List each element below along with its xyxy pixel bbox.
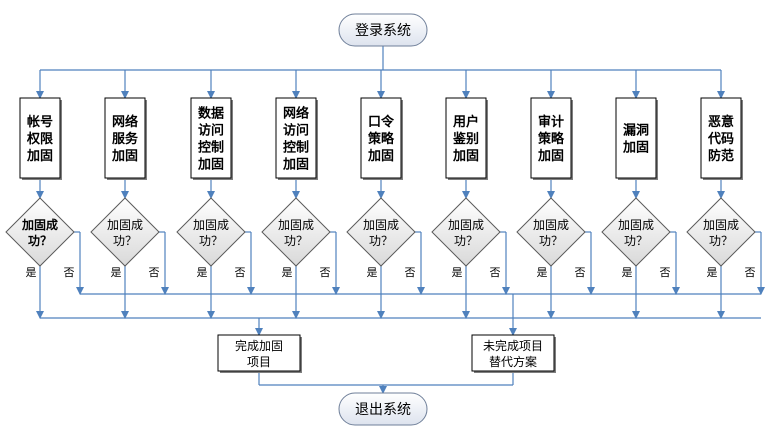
step-7-no-label: 否: [575, 266, 586, 279]
step-1-decision-diamond: [5, 197, 75, 267]
step-7-label-line-2: 策略: [538, 131, 565, 147]
step-2-yes-label: 是: [111, 266, 122, 279]
step-8-box: [615, 97, 657, 179]
step-5-decision-line-1: 加固成: [363, 218, 399, 232]
step-9-label-line-3: 防范: [708, 148, 734, 164]
step-7-decision-diamond: [516, 197, 586, 267]
step-6-yes-label: 是: [452, 266, 463, 279]
step-2-no-label: 否: [149, 266, 160, 279]
step-6-label-line-2: 鉴别: [452, 131, 479, 147]
step-7-yes-label: 是: [537, 266, 548, 279]
step-8-yes-label: 是: [622, 266, 633, 279]
step-2-box: [104, 97, 146, 179]
outcome-success-box: [217, 334, 301, 372]
step-9-yes-label: 是: [707, 266, 718, 279]
step-4-label-line-1: 网络: [283, 106, 309, 122]
step-3-label-line-3: 控制: [198, 140, 224, 156]
outcome-success-node: 完成加固 项目: [217, 334, 302, 373]
step-2-decision-line-1: 加固成: [107, 218, 143, 232]
step-6-decision-line-1: 加固成: [448, 218, 484, 232]
step-4-decision-diamond: [261, 197, 331, 267]
step-5-yes-label: 是: [367, 266, 378, 279]
step-4-yes-label: 是: [282, 266, 293, 279]
step-1-box: [19, 97, 61, 179]
step-4-decision-line-2: 功？: [284, 234, 308, 248]
outcome-fail-node: 未完成项目 替代方案: [471, 334, 556, 373]
end-terminator: [338, 392, 428, 426]
step-2-label-line-3: 加固: [111, 149, 138, 164]
step-3-decision-line-1: 加固成: [193, 218, 229, 232]
step-6-no-label: 否: [490, 266, 501, 279]
step-3-decision-diamond: [176, 197, 246, 267]
step-3-label-line-1: 数据: [198, 106, 224, 122]
step-4-box: [275, 97, 317, 179]
step-1-label-line-3: 加固: [26, 149, 53, 164]
step-4-label-line-3: 控制: [283, 140, 309, 156]
step-1-label-line-2: 权限: [26, 131, 54, 147]
end-label: 退出系统: [355, 402, 411, 418]
outcome-success-line-1: 完成加固: [235, 338, 283, 353]
step-8-no-label: 否: [660, 266, 671, 279]
step-9-box: [700, 97, 742, 179]
step-7-decision-line-2: 功？: [539, 234, 563, 248]
step-1-yes-label: 是: [26, 266, 37, 279]
step-5-no-label: 否: [405, 266, 416, 279]
step-1-decision-line-1: 加固成: [21, 217, 58, 232]
step-2-label-line-1: 网络: [112, 114, 138, 130]
step-8-decision-diamond: [601, 197, 671, 267]
step-7-box: [530, 97, 572, 179]
step-5-decision-diamond: [346, 197, 416, 267]
outcome-fail-line-1: 未完成项目: [483, 338, 543, 353]
step-4-decision-line-1: 加固成: [278, 218, 314, 232]
step-9-decision-line-1: 加固成: [703, 218, 739, 232]
outcome-fail-line-2: 替代方案: [489, 354, 537, 369]
step-1-decision-line-2: 功？: [28, 233, 52, 248]
step-3-decision-line-2: 功？: [199, 234, 223, 248]
step-3-label-line-2: 访问: [198, 123, 224, 139]
step-2-decision-line-2: 功？: [113, 234, 137, 248]
step-4-no-label: 否: [320, 266, 331, 279]
connector-lines: [36, 46, 765, 394]
step-9-no-label: 否: [745, 266, 756, 279]
step-3-no-label: 否: [235, 266, 246, 279]
step-4-label-line-2: 访问: [283, 123, 309, 139]
step-6-label-line-1: 用户: [452, 114, 479, 130]
step-2-label-line-2: 服务: [112, 131, 139, 147]
step-5-decision-line-2: 功？: [369, 234, 393, 248]
step-7-label-line-3: 加固: [537, 149, 564, 164]
step-7-label-line-1: 审计: [538, 114, 564, 130]
step-8-decision-line-2: 功？: [624, 234, 648, 248]
step-9-label-line-1: 恶意: [708, 114, 734, 130]
step-5-label-line-1: 口令: [368, 114, 395, 130]
step-1-label-line-1: 帐号: [27, 114, 53, 130]
step-4-label-line-4: 加固: [282, 158, 309, 173]
flowchart-nodes: 登录系统 退出系统 完成加固 项目 未完成项目 替代方案 帐号权限加固加固成功？…: [5, 13, 756, 426]
step-6-decision-diamond: [431, 197, 501, 267]
step-5-label-line-2: 策略: [368, 131, 395, 147]
start-node: 登录系统: [338, 13, 428, 47]
start-terminator: [338, 13, 428, 47]
end-node: 退出系统: [338, 392, 428, 426]
outcome-success-line-2: 项目: [247, 355, 271, 369]
start-label: 登录系统: [355, 23, 411, 39]
step-5-label-line-3: 加固: [367, 149, 394, 164]
step-9-decision-line-2: 功？: [709, 234, 733, 248]
step-8-label-line-1: 漏洞: [623, 123, 649, 139]
outcome-fail-box: [471, 334, 555, 372]
step-1-no-label: 否: [64, 266, 75, 279]
step-5-box: [360, 97, 402, 179]
step-9-label-line-2: 代码: [707, 131, 734, 147]
step-2-decision-diamond: [90, 197, 160, 267]
step-3-label-line-4: 加固: [197, 158, 224, 173]
step-6-box: [445, 97, 487, 179]
step-8-decision-line-1: 加固成: [618, 218, 654, 232]
step-3-box: [190, 97, 232, 179]
step-7-decision-line-1: 加固成: [533, 218, 569, 232]
step-3-yes-label: 是: [197, 266, 208, 279]
step-6-decision-line-2: 功？: [454, 234, 478, 248]
step-6-label-line-3: 加固: [452, 149, 479, 164]
step-8-label-line-2: 加固: [622, 141, 649, 156]
step-9-decision-diamond: [686, 197, 756, 267]
